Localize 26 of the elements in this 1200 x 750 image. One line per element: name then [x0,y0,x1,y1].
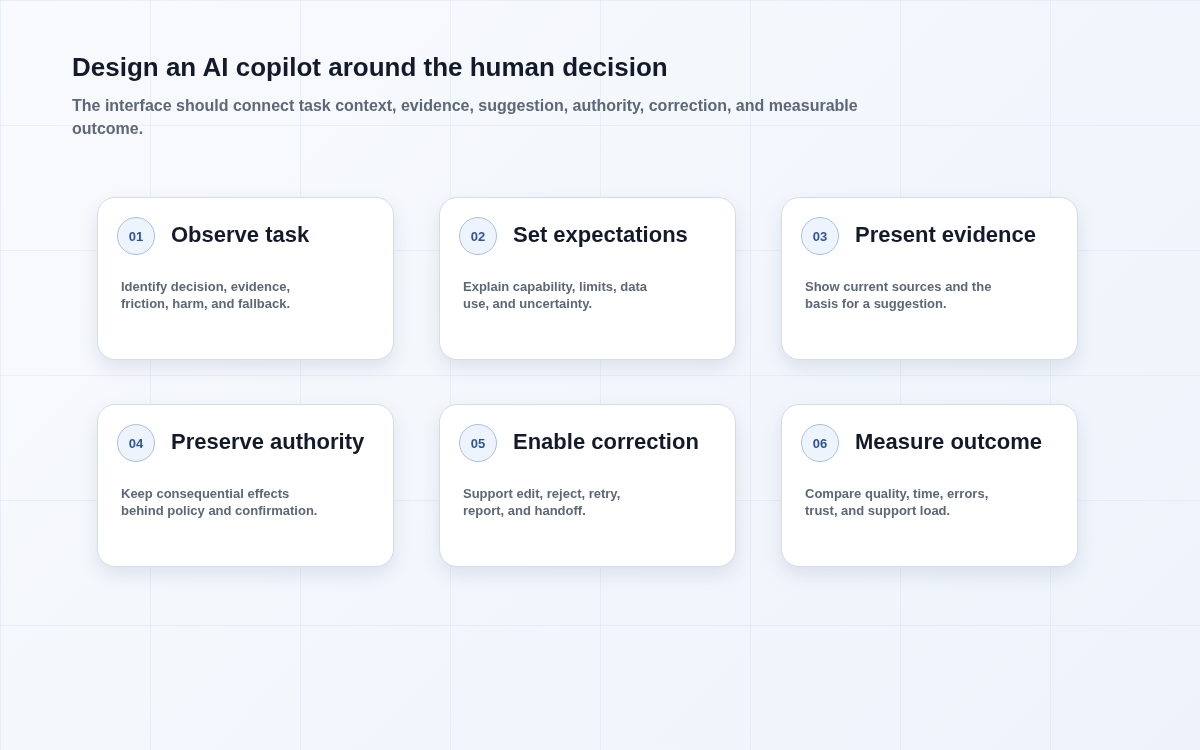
step-number: 04 [117,424,155,462]
step-number: 05 [459,424,497,462]
step-card [781,197,1078,360]
step-number: 03 [801,217,839,255]
step-number: 01 [117,217,155,255]
step-card [439,404,736,567]
step-card [97,404,394,567]
card-heading: Present evidence [855,222,1036,248]
step-number: 06 [801,424,839,462]
card-heading: Observe task [171,222,310,248]
card-description: Identify decision, evidence, friction, harm, and fallback. [121,278,292,312]
card-heading: Set expectations [513,222,688,248]
card-heading: Enable correction [513,429,699,455]
card-description: Show current sources and the basis for a suggestion. [805,278,993,312]
step-number: 02 [459,217,497,255]
card-heading: Measure outcome [855,429,1043,455]
step-card [439,197,736,360]
step-card [97,197,394,360]
card-description: Keep consequential effects behind policy and confirmation. [121,485,319,519]
step-card [781,404,1078,567]
diagram-title: Design an AI copilot around the human decision [72,52,668,83]
card-heading: Preserve authority [171,429,365,455]
card-description: Support edit, reject, retry, report, and handoff. [463,485,622,519]
diagram-subtitle: The interface should connect task context, evidence, suggestion, authority, correction, and measurable outcome. [72,96,859,139]
card-description: Explain capability, limits, data use, and uncertainty. [463,278,648,312]
card-description: Compare quality, time, errors, trust, and support load. [805,485,990,519]
